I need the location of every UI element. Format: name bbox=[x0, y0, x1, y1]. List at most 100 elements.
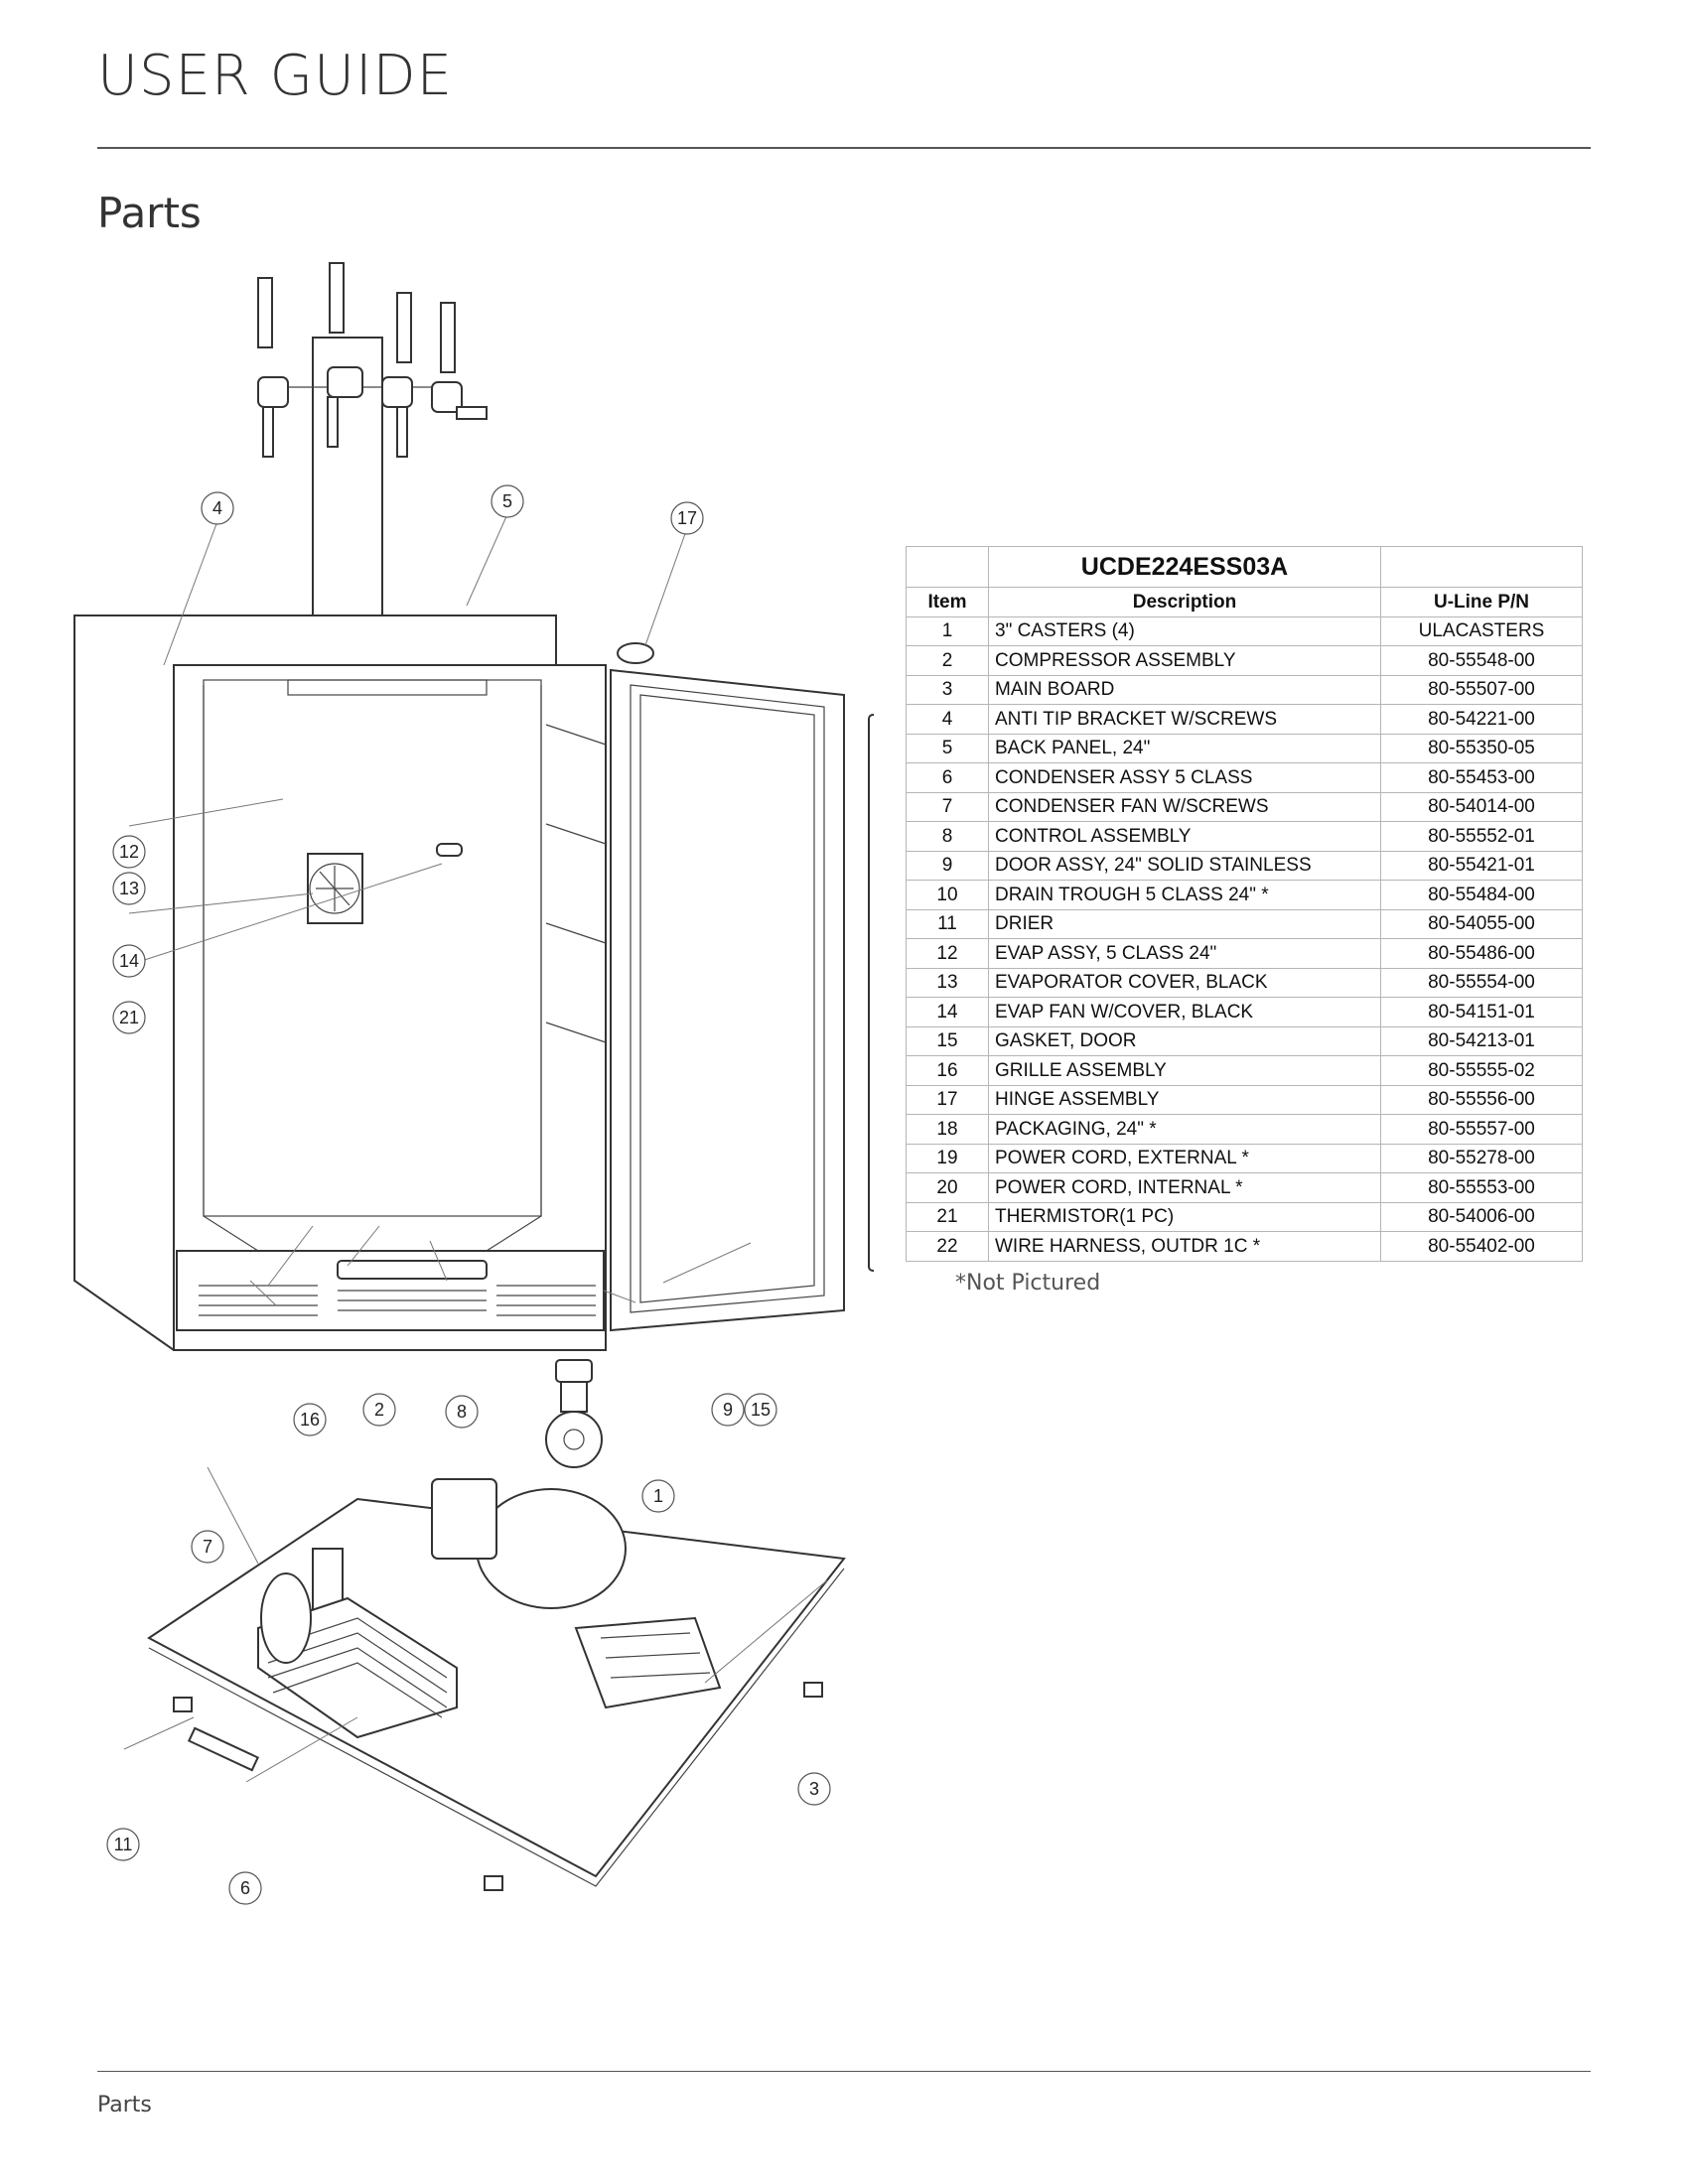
section-title: Parts bbox=[97, 189, 202, 237]
svg-text:11: 11 bbox=[114, 1835, 133, 1854]
svg-text:1: 1 bbox=[653, 1486, 663, 1506]
svg-text:3: 3 bbox=[809, 1779, 819, 1799]
row-item-number: 17 bbox=[906, 1084, 989, 1115]
row-part-number: 80-55555-02 bbox=[1380, 1055, 1583, 1086]
row-part-number: 80-55453-00 bbox=[1380, 762, 1583, 793]
svg-text:9: 9 bbox=[723, 1400, 733, 1420]
callout-2: 2 bbox=[362, 1393, 396, 1427]
callout-21: 21 bbox=[112, 1001, 146, 1034]
row-description: POWER CORD, INTERNAL * bbox=[988, 1172, 1381, 1203]
row-part-number: 80-55548-00 bbox=[1380, 645, 1583, 676]
callout-leaders bbox=[123, 513, 828, 1783]
row-part-number: 80-55552-01 bbox=[1380, 821, 1583, 852]
row-description: 3" CASTERS (4) bbox=[988, 615, 1381, 646]
row-item-number: 21 bbox=[906, 1201, 989, 1232]
row-description: MAIN BOARD bbox=[988, 674, 1381, 705]
column-header-description: Description bbox=[988, 587, 1381, 617]
row-part-number: 80-55421-01 bbox=[1380, 850, 1583, 881]
row-description: BACK PANEL, 24" bbox=[988, 733, 1381, 763]
row-part-number: 80-55557-00 bbox=[1380, 1114, 1583, 1145]
row-item-number: 1 bbox=[906, 615, 989, 646]
row-part-number: 80-55554-00 bbox=[1380, 967, 1583, 998]
callout-16: 16 bbox=[293, 1403, 327, 1436]
callout-markers: 4 5 17 12 13 14 21 16 2 8 9 15 1 7 3 11 … bbox=[106, 484, 831, 1905]
row-item-number: 3 bbox=[906, 674, 989, 705]
machine-compartment-illustration bbox=[147, 1478, 846, 1891]
row-part-number: 80-54213-01 bbox=[1380, 1025, 1583, 1056]
row-item-number: 12 bbox=[906, 938, 989, 969]
row-item-number: 19 bbox=[906, 1143, 989, 1173]
row-part-number: ULACASTERS bbox=[1380, 615, 1583, 646]
callout-9: 9 bbox=[711, 1393, 745, 1427]
callout-4: 4 bbox=[201, 491, 234, 525]
callout-14: 14 bbox=[112, 944, 146, 978]
model-row: UCDE224ESS03A bbox=[906, 546, 1583, 588]
row-item-number: 22 bbox=[906, 1231, 989, 1262]
svg-text:6: 6 bbox=[240, 1878, 250, 1898]
parts-table: UCDE224ESS03A Item Description U-Line P/… bbox=[906, 546, 1583, 1262]
column-header-item: Item bbox=[906, 587, 989, 617]
row-item-number: 18 bbox=[906, 1114, 989, 1145]
row-part-number: 80-55278-00 bbox=[1380, 1143, 1583, 1173]
svg-text:17: 17 bbox=[677, 508, 697, 528]
svg-text:14: 14 bbox=[119, 951, 139, 971]
row-part-number: 80-55350-05 bbox=[1380, 733, 1583, 763]
svg-text:7: 7 bbox=[203, 1537, 212, 1557]
row-description: COMPRESSOR ASSEMBLY bbox=[988, 645, 1381, 676]
model-number: UCDE224ESS03A bbox=[988, 546, 1381, 588]
row-description: HINGE ASSEMBLY bbox=[988, 1084, 1381, 1115]
svg-text:4: 4 bbox=[212, 498, 222, 518]
row-description: GASKET, DOOR bbox=[988, 1025, 1381, 1056]
svg-text:2: 2 bbox=[374, 1400, 384, 1420]
parts-diagram: 4 5 17 12 13 14 21 16 2 8 9 15 1 7 3 11 … bbox=[73, 262, 874, 1905]
row-item-number: 2 bbox=[906, 645, 989, 676]
row-part-number: 80-55402-00 bbox=[1380, 1231, 1583, 1262]
row-description: PACKAGING, 24" * bbox=[988, 1114, 1381, 1145]
row-part-number: 80-54014-00 bbox=[1380, 791, 1583, 822]
footer-divider bbox=[97, 2071, 1591, 2072]
callout-13: 13 bbox=[112, 872, 146, 905]
row-item-number: 8 bbox=[906, 821, 989, 852]
callout-15: 15 bbox=[744, 1393, 777, 1427]
document-title: USER GUIDE bbox=[97, 44, 454, 108]
row-description: DRIER bbox=[988, 908, 1381, 939]
row-part-number: 80-55507-00 bbox=[1380, 674, 1583, 705]
column-header-part-number: U-Line P/N bbox=[1380, 587, 1583, 617]
callout-17: 17 bbox=[670, 501, 704, 535]
row-description: EVAP ASSY, 5 CLASS 24" bbox=[988, 938, 1381, 969]
callout-8: 8 bbox=[445, 1395, 479, 1429]
callout-1: 1 bbox=[641, 1479, 675, 1513]
svg-text:16: 16 bbox=[300, 1410, 320, 1430]
row-item-number: 6 bbox=[906, 762, 989, 793]
door-illustration bbox=[610, 642, 874, 1332]
row-part-number: 80-54055-00 bbox=[1380, 908, 1583, 939]
callout-12: 12 bbox=[112, 835, 146, 869]
row-description: ANTI TIP BRACKET W/SCREWS bbox=[988, 704, 1381, 735]
not-pictured-footnote: *Not Pictured bbox=[955, 1271, 1101, 1296]
row-item-number: 9 bbox=[906, 850, 989, 881]
row-item-number: 11 bbox=[906, 908, 989, 939]
row-part-number: 80-54151-01 bbox=[1380, 997, 1583, 1027]
row-part-number: 80-54006-00 bbox=[1380, 1201, 1583, 1232]
row-item-number: 13 bbox=[906, 967, 989, 998]
row-item-number: 5 bbox=[906, 733, 989, 763]
refrigerator-cabinet-illustration bbox=[73, 614, 607, 1351]
row-description: EVAPORATOR COVER, BLACK bbox=[988, 967, 1381, 998]
table-header-row: Item Description U-Line P/N bbox=[906, 587, 1583, 617]
